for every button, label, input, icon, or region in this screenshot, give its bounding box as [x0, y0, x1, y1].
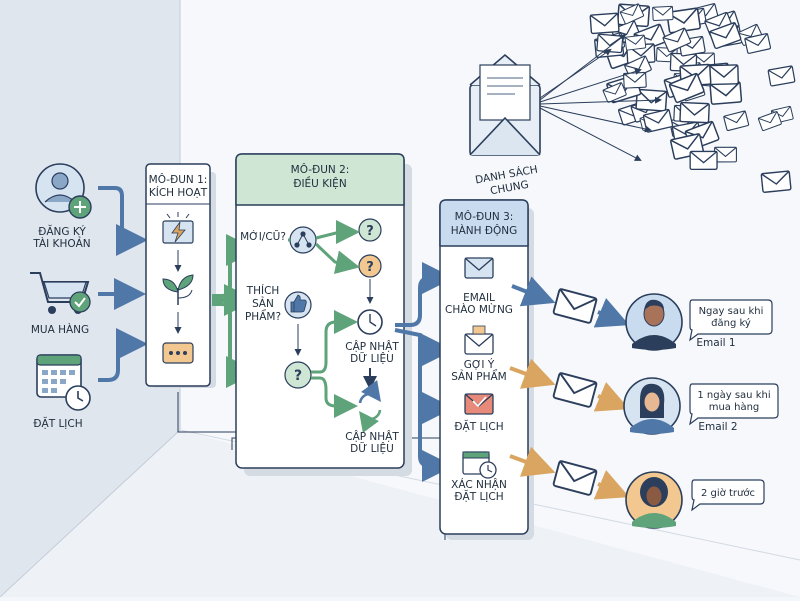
update-1-line1: CẬP NHẬT: [345, 340, 399, 353]
module-2-3-connectors: [394, 262, 454, 482]
speech-bubble: [689, 299, 773, 342]
swarm-envelope-icon: [589, 12, 620, 35]
outgoing-arrows: [509, 276, 630, 500]
module-2-inner-arrows: [288, 220, 360, 418]
shopping-cart-icon: [30, 272, 91, 314]
swarm-envelope-icon: [624, 34, 647, 51]
suggest-line2: SẢN PHẨM: [451, 369, 507, 383]
avatar: [625, 471, 683, 529]
speech-bubble: [689, 383, 779, 426]
swarm-envelope-icon: [652, 5, 674, 22]
trigger-signup-line1: ĐĂNG KÝ: [38, 225, 86, 238]
bubble-3-line1: 2 giờ trước: [701, 487, 755, 499]
svg-text:?: ?: [294, 368, 302, 384]
welcome-line2: CHÀO MỪNG: [445, 303, 513, 316]
trigger-arrows: [98, 186, 148, 382]
svg-text:?: ?: [366, 224, 374, 239]
avatar: [623, 377, 681, 435]
avatar: [625, 293, 683, 351]
bubble-1-line2: đăng ký: [711, 317, 751, 329]
swarm-envelope-icon: [767, 65, 796, 87]
module-1-panel: [145, 163, 216, 388]
bubble-1-line1: Ngay sau khi: [699, 306, 764, 317]
confirm-line1: XÁC NHẬN: [451, 478, 507, 491]
swarm-envelope-icon: [708, 64, 740, 86]
like-label-line2: SẢN: [252, 296, 274, 310]
trigger-signup-line2: TÀI KHOẢN: [32, 236, 90, 250]
update-2-line1: CẬP NHẬT: [345, 430, 399, 443]
email-1-label: Email 1: [696, 337, 735, 349]
bubble-2-line2: mua hàng: [709, 401, 760, 413]
user-add-icon: [35, 163, 92, 219]
trigger-purchase-label: MUA HÀNG: [31, 323, 89, 336]
update-2-line2: DỮ LIỆU: [350, 442, 394, 455]
new-old-label: MỚI/CŨ?: [240, 230, 286, 243]
trigger-booking-label: ĐẶT LỊCH: [33, 417, 82, 430]
email-2-label: Email 2: [698, 421, 737, 433]
svg-text:?: ?: [366, 260, 374, 275]
module-3-title-line1: MÔ-ĐUN 3:: [455, 210, 514, 223]
swarm-envelope-icon: [714, 146, 737, 163]
update-1-line2: DỮ LIỆU: [350, 352, 394, 365]
like-label-line1: THÍCH: [246, 284, 280, 297]
module-1-title-line2: KÍCH HOẠT: [149, 186, 208, 199]
module-2-panel: ? ? ?: [235, 153, 412, 476]
bubble-2-line1: 1 ngày sau khi: [697, 389, 770, 401]
swarm-envelope-icon: [679, 101, 710, 124]
broadcast-rays: [539, 33, 662, 161]
speech-bubble: [691, 479, 765, 512]
module-2-title-line2: ĐIỀU KIỆN: [293, 176, 346, 190]
swarm-envelope-icon: [709, 81, 743, 106]
module-1-title-line1: MÔ-ĐUN 1:: [149, 173, 208, 186]
calendar-clock-icon: [36, 354, 91, 411]
welcome-line1: EMAIL: [463, 292, 495, 304]
module-3-title-line2: HÀNH ĐỘNG: [451, 224, 518, 237]
like-label-line3: PHẨM?: [245, 309, 281, 323]
swarm-envelope-icon: [760, 170, 792, 194]
module-2-title-line1: MÔ-ĐUN 2:: [291, 163, 350, 176]
swarm-envelope-icon: [689, 150, 718, 171]
suggest-line1: GỢI Ý: [464, 358, 495, 371]
swarm-envelope-icon: [622, 71, 647, 89]
list-envelope-icon: [469, 53, 541, 156]
module-3-booking-label: ĐẶT LỊCH: [454, 420, 503, 433]
confirm-line2: ĐẶT LỊCH: [454, 490, 503, 503]
